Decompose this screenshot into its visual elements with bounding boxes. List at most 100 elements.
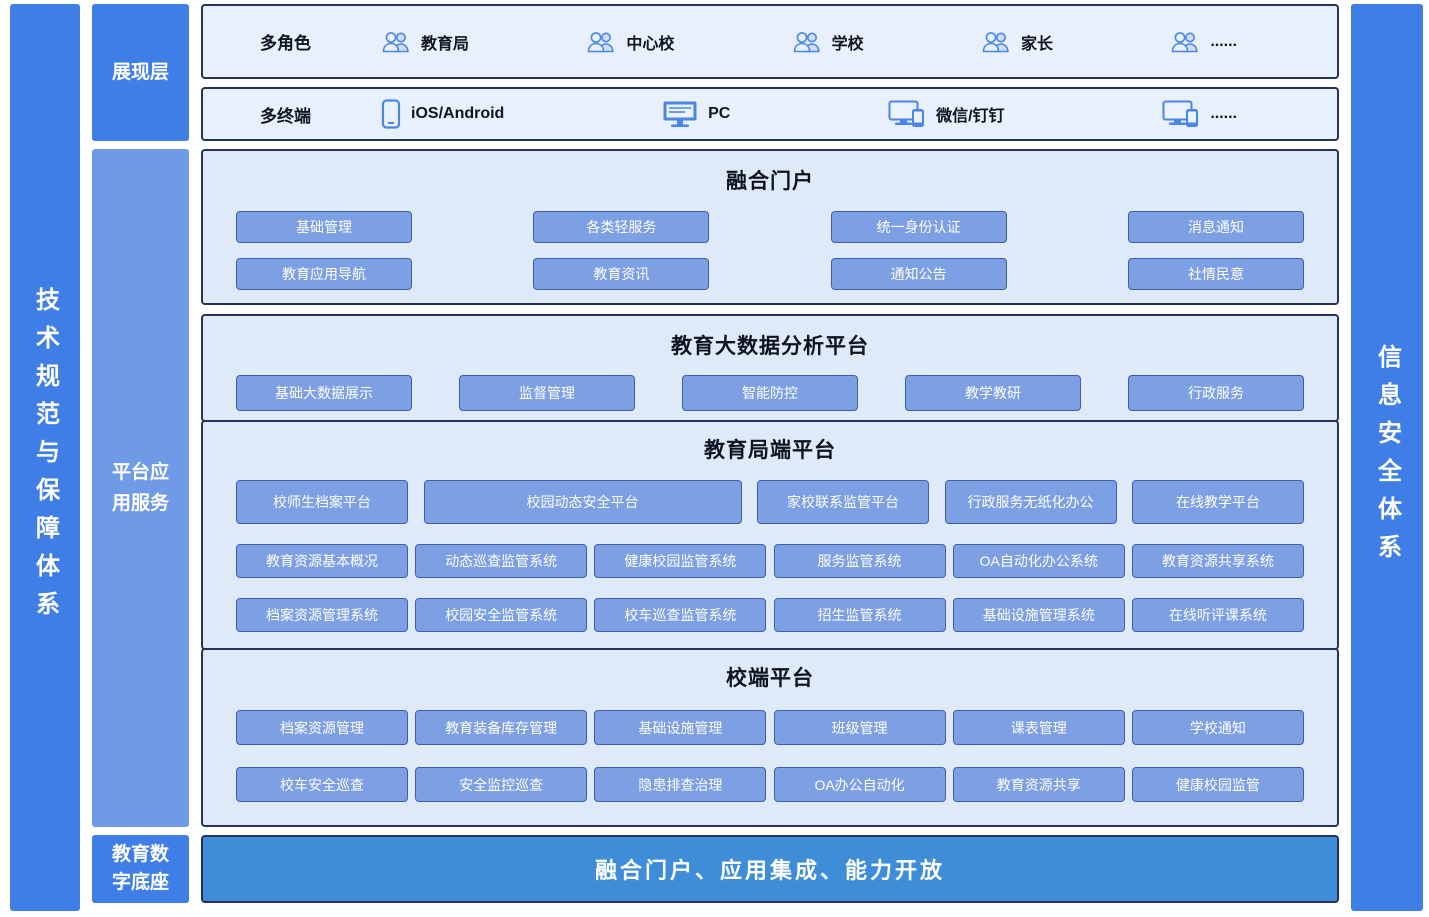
terminals-items: iOS/Android PC 微信/钉钉 <box>381 99 1237 129</box>
module-button[interactable]: 教育装备库存管理 <box>415 710 588 745</box>
module-button[interactable]: 校园安全监管系统 <box>415 598 588 632</box>
module-button[interactable]: 健康校园监管系统 <box>594 544 767 578</box>
phone-icon <box>381 99 401 129</box>
platform-button[interactable]: 行政服务无纸化办公 <box>944 480 1117 524</box>
monitor-phone-icon <box>1162 100 1200 128</box>
monitor-phone-icon <box>888 100 926 128</box>
left-pillar-tech-standards: 技术规范与保障体系 <box>10 4 80 911</box>
users-icon <box>981 30 1011 54</box>
module-button[interactable]: OA自动化办公系统 <box>952 544 1125 578</box>
role-item-label: 中心校 <box>626 35 675 53</box>
platform-button[interactable]: 校园动态安全平台 <box>423 480 742 524</box>
bigdata-row-1: 基础大数据展示 监督管理 智能防控 教学教研 行政服务 <box>203 375 1337 411</box>
section-portal: 融合门户 基础管理 各类轻服务 统一身份认证 消息通知 教育应用导航 教育资讯 通知公告 社… <box>201 149 1339 305</box>
module-button[interactable]: 行政服务 <box>1128 375 1304 411</box>
module-button[interactable]: OA办公自动化 <box>773 767 946 802</box>
users-icon <box>792 30 822 54</box>
module-button[interactable]: 在线听评课系统 <box>1131 598 1304 632</box>
module-button[interactable]: 社情民意 <box>1127 258 1304 290</box>
module-button[interactable]: 基础大数据展示 <box>236 375 412 411</box>
module-button[interactable]: 教育应用导航 <box>236 258 412 290</box>
module-button[interactable]: 智能防控 <box>682 375 858 411</box>
layer-presentation: 展现层 <box>92 4 189 141</box>
terminal-item-label: 微信/钉钉 <box>936 108 1005 125</box>
main-content: 多角色 教育局 中心校 学 <box>201 4 1339 911</box>
module-button[interactable]: 动态巡查监管系统 <box>415 544 588 578</box>
portal-row-1: 基础管理 各类轻服务 统一身份认证 消息通知 <box>203 211 1337 243</box>
right-pillar-label: 信息安全体系 <box>1373 343 1401 572</box>
role-item-label: 教育局 <box>421 35 470 53</box>
left-pillar-label: 技术规范与保障体系 <box>31 286 59 629</box>
users-icon <box>586 30 616 54</box>
module-button[interactable]: 档案资源管理系统 <box>236 598 408 632</box>
terminal-item-mobile: iOS/Android <box>381 99 504 129</box>
module-button[interactable]: 校车巡查监管系统 <box>594 598 767 632</box>
platform-button[interactable]: 家校联系监管平台 <box>757 480 929 524</box>
module-button[interactable]: 档案资源管理 <box>236 710 408 745</box>
layer-column: 展现层 平台应用服务 教育数字底座 <box>92 4 189 911</box>
section-bigdata: 教育大数据分析平台 基础大数据展示 监督管理 智能防控 教学教研 行政服务 <box>201 314 1339 422</box>
bureau-row-1: 校师生档案平台校园动态安全平台家校联系监管平台行政服务无纸化办公在线教学平台 <box>203 480 1337 524</box>
role-item-more: ...... <box>1170 30 1237 54</box>
role-item-education-bureau: 教育局 <box>381 30 469 54</box>
terminal-item-label: ...... <box>1210 105 1237 122</box>
section-bigdata-title: 教育大数据分析平台 <box>671 335 869 358</box>
monitor-icon <box>662 100 698 128</box>
module-button[interactable]: 消息通知 <box>1127 211 1304 243</box>
platform-button[interactable]: 在线教学平台 <box>1132 480 1304 524</box>
section-school-title: 校端平台 <box>726 667 814 690</box>
section-bureau-title: 教育局端平台 <box>704 439 836 462</box>
users-icon <box>381 30 411 54</box>
right-pillar-info-security: 信息安全体系 <box>1351 4 1423 911</box>
module-button[interactable]: 校车安全巡查 <box>236 767 408 802</box>
section-school: 校端平台 档案资源管理教育装备库存管理基础设施管理班级管理课表管理学校通知 校车… <box>201 648 1339 827</box>
section-portal-title: 融合门户 <box>726 170 814 193</box>
role-item-parents: 家长 <box>981 30 1053 54</box>
layer-digital-base: 教育数字底座 <box>92 835 189 903</box>
module-button[interactable]: 基础设施管理系统 <box>952 598 1125 632</box>
module-button[interactable]: 监督管理 <box>459 375 635 411</box>
module-button[interactable]: 教学教研 <box>905 375 1081 411</box>
terminals-band-label: 多终端 <box>260 106 311 126</box>
module-button[interactable]: 招生监管系统 <box>773 598 946 632</box>
bottom-capability-bar: 融合门户、应用集成、能力开放 <box>201 835 1339 903</box>
school-row-1: 档案资源管理教育装备库存管理基础设施管理班级管理课表管理学校通知 <box>203 710 1337 745</box>
module-button[interactable]: 基础设施管理 <box>594 710 767 745</box>
role-item-label: ...... <box>1210 32 1237 50</box>
terminal-item-pc: PC <box>662 100 730 128</box>
bureau-row-3: 档案资源管理系统校园安全监管系统校车巡查监管系统招生监管系统基础设施管理系统在线… <box>203 598 1337 632</box>
portal-row-2: 教育应用导航 教育资讯 通知公告 社情民意 <box>203 258 1337 290</box>
terminal-item-label: iOS/Android <box>411 105 505 122</box>
module-button[interactable]: 基础管理 <box>236 211 412 243</box>
platform-button[interactable]: 校师生档案平台 <box>236 480 408 524</box>
module-button[interactable]: 教育资源共享系统 <box>1131 544 1304 578</box>
terminal-item-more: ...... <box>1162 100 1237 128</box>
module-button[interactable]: 班级管理 <box>773 710 946 745</box>
module-button[interactable]: 教育资源基本概况 <box>236 544 408 578</box>
terminal-item-label: PC <box>708 105 731 122</box>
module-button[interactable]: 安全监控巡查 <box>415 767 588 802</box>
module-button[interactable]: 学校通知 <box>1131 710 1304 745</box>
layer-platform-services: 平台应用服务 <box>92 149 189 827</box>
module-button[interactable]: 服务监管系统 <box>773 544 946 578</box>
role-item-label: 家长 <box>1020 35 1053 53</box>
module-button[interactable]: 通知公告 <box>830 258 1007 290</box>
module-button[interactable]: 教育资源共享 <box>952 767 1125 802</box>
module-button[interactable]: 统一身份认证 <box>830 211 1007 243</box>
roles-items: 教育局 中心校 学校 <box>381 30 1237 54</box>
role-item-central-school: 中心校 <box>586 30 674 54</box>
roles-band: 多角色 教育局 中心校 学 <box>201 4 1339 79</box>
module-button[interactable]: 健康校园监管 <box>1131 767 1304 802</box>
terminal-item-wechat-dingtalk: 微信/钉钉 <box>888 100 1005 128</box>
module-button[interactable]: 课表管理 <box>952 710 1125 745</box>
users-icon <box>1170 30 1200 54</box>
terminals-band: 多终端 iOS/Android PC <box>201 87 1339 141</box>
module-button[interactable]: 隐患排查治理 <box>594 767 767 802</box>
role-item-school: 学校 <box>792 30 864 54</box>
section-bureau: 教育局端平台 校师生档案平台校园动态安全平台家校联系监管平台行政服务无纸化办公在… <box>201 420 1339 650</box>
module-button[interactable]: 教育资讯 <box>533 258 710 290</box>
module-button[interactable]: 各类轻服务 <box>533 211 710 243</box>
